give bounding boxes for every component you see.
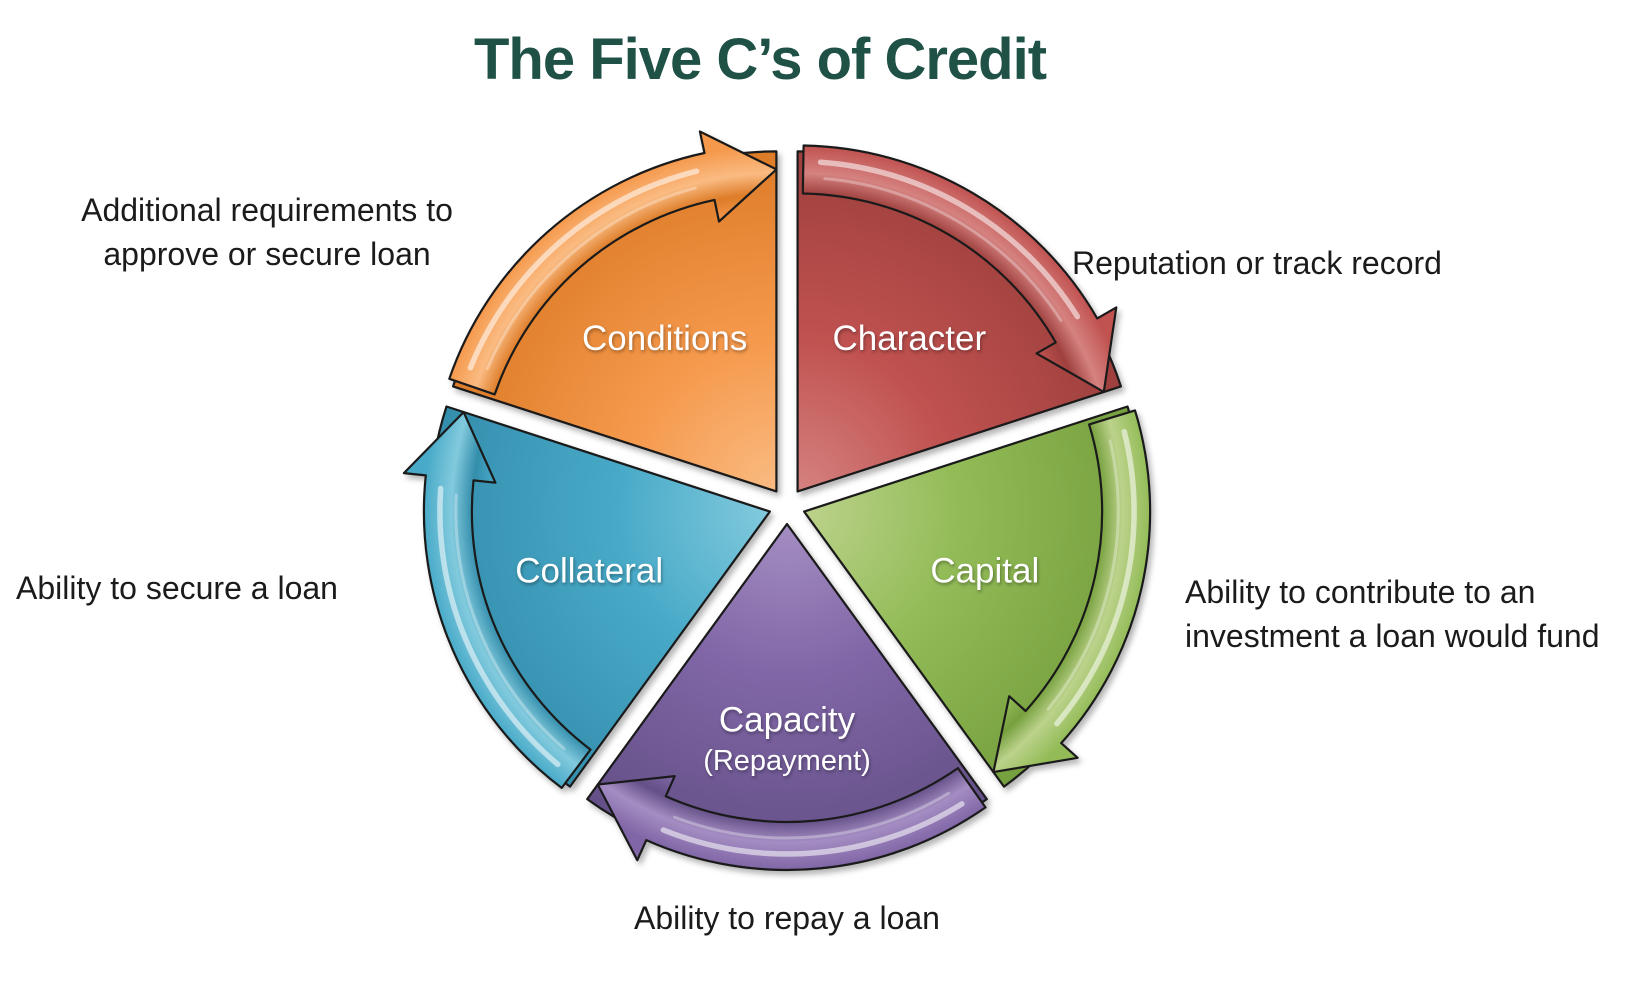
segment-character: Character [796, 144, 1122, 493]
character-label: Character [832, 319, 986, 358]
collateral-arrow-gloss [437, 485, 561, 768]
capital-arrow [992, 409, 1152, 774]
annotation-capacity: Ability to repay a loan [634, 900, 940, 936]
capacity-sublabel: (Repayment) [703, 745, 871, 777]
character-arrow [801, 144, 1118, 393]
conditions-arrow-gloss-inner [485, 186, 697, 371]
segment-capital: Capital [803, 405, 1152, 788]
annotation-capital: Ability to contribute to an investment a… [1185, 574, 1600, 654]
conditions-label: Conditions [582, 319, 747, 358]
capital-arrow-gloss-inner [1046, 439, 1120, 711]
character-arrow-gloss-inner [823, 177, 1063, 322]
character-arrow-gloss [817, 159, 1081, 320]
diagram-title: The Five C’s of Credit [473, 27, 1047, 92]
conditions-arrow [448, 130, 778, 396]
annotation-character: Reputation or track record [1072, 245, 1442, 281]
capital-label: Capital [930, 552, 1039, 591]
segment-collateral: Collateral [402, 405, 771, 789]
capacity-arrow [596, 767, 987, 872]
collateral-arrow-gloss-inner [454, 493, 566, 750]
segment-capacity: Capacity (Repayment) [586, 522, 988, 872]
capacity-arrow-gloss [660, 801, 965, 857]
collateral-arrow [402, 411, 592, 789]
capital-arrow-gloss [1054, 428, 1137, 727]
segment-conditions: Conditions [448, 130, 778, 493]
annotation-collateral: Ability to secure a loan [16, 570, 338, 606]
conditions-arrow-gloss [467, 168, 700, 371]
capacity-arrow-gloss-inner [673, 791, 951, 840]
capacity-label: Capacity [719, 700, 856, 739]
annotation-conditions: Additional requirements to approve or se… [81, 192, 453, 272]
collateral-label: Collateral [515, 552, 663, 591]
